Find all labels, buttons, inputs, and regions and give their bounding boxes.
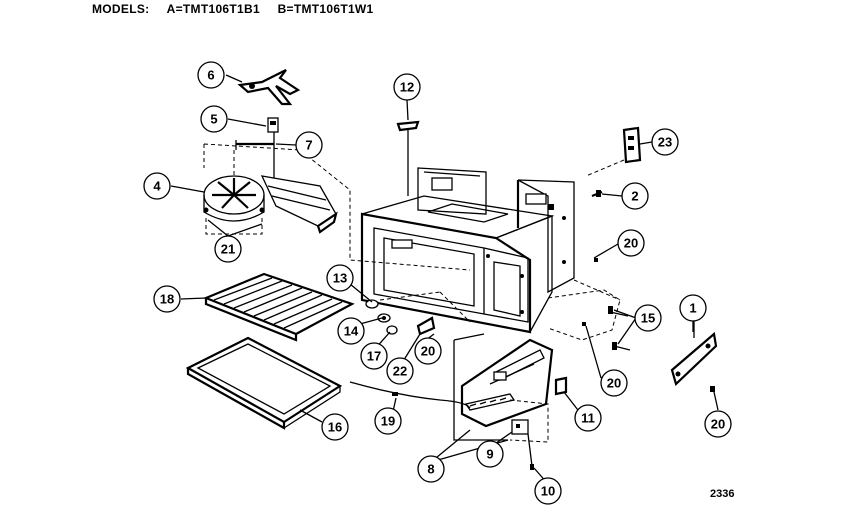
callout-20-right: 20 bbox=[617, 229, 645, 257]
part-21-drawing bbox=[203, 207, 265, 213]
svg-text:20: 20 bbox=[711, 417, 725, 432]
callout-13: 13 bbox=[326, 264, 354, 292]
svg-text:5: 5 bbox=[210, 112, 217, 127]
model-b: B=TMT106T1W1 bbox=[277, 2, 374, 16]
callout-9: 9 bbox=[476, 440, 504, 468]
cavity-assembly-drawing bbox=[360, 167, 555, 334]
svg-text:7: 7 bbox=[305, 138, 312, 153]
svg-text:9: 9 bbox=[486, 447, 493, 462]
part-11-drawing bbox=[554, 376, 568, 396]
part-9-drawing bbox=[509, 399, 549, 443]
small-parts-drawing bbox=[365, 291, 471, 336]
callout-16: 16 bbox=[321, 413, 349, 441]
part-10-drawing bbox=[527, 433, 534, 470]
models-header: MODELS: A=TMT106T1B1 B=TMT106T1W1 bbox=[92, 2, 388, 16]
part-2-drawing bbox=[591, 190, 603, 198]
callout-14: 14 bbox=[337, 317, 365, 345]
svg-text:18: 18 bbox=[160, 292, 174, 307]
part-4-drawing bbox=[203, 132, 275, 222]
svg-text:12: 12 bbox=[400, 80, 414, 95]
svg-text:10: 10 bbox=[541, 484, 555, 499]
svg-text:20: 20 bbox=[421, 344, 435, 359]
svg-text:1: 1 bbox=[689, 301, 696, 316]
control-panel-drawing bbox=[453, 333, 554, 441]
svg-text:11: 11 bbox=[581, 411, 595, 426]
callout-19: 19 bbox=[374, 407, 402, 435]
part-12-drawing bbox=[396, 120, 420, 196]
callout-8: 8 bbox=[417, 455, 445, 483]
part-6-drawing bbox=[237, 69, 301, 106]
callout-11: 11 bbox=[574, 404, 602, 432]
callout-2: 2 bbox=[621, 182, 649, 210]
callout-7: 7 bbox=[295, 131, 323, 159]
part-23-drawing bbox=[585, 126, 642, 177]
svg-text:13: 13 bbox=[333, 271, 347, 286]
duct-channel-drawing bbox=[260, 175, 338, 234]
model-a: A=TMT106T1B1 bbox=[166, 2, 260, 16]
callout-6: 6 bbox=[197, 61, 225, 89]
part-5-drawing bbox=[267, 117, 279, 133]
figure-number: 2336 bbox=[710, 488, 735, 500]
svg-text:16: 16 bbox=[328, 420, 342, 435]
svg-text:2: 2 bbox=[631, 189, 638, 204]
callout-5: 5 bbox=[200, 105, 228, 133]
callout-20-center: 20 bbox=[414, 337, 442, 365]
callout-10: 10 bbox=[534, 477, 562, 505]
callout-22: 22 bbox=[386, 357, 414, 385]
callout-1: 1 bbox=[679, 294, 707, 322]
part-16-drawing bbox=[185, 336, 343, 430]
callout-18: 18 bbox=[153, 285, 181, 313]
svg-text:21: 21 bbox=[221, 242, 235, 257]
svg-text:6: 6 bbox=[207, 68, 214, 83]
callout-4: 4 bbox=[143, 172, 171, 200]
callout-20-lower-right: 20 bbox=[600, 369, 628, 397]
part-19-drawing bbox=[349, 381, 471, 409]
svg-text:17: 17 bbox=[367, 349, 381, 364]
part-7-drawing bbox=[235, 140, 274, 150]
part-1-drawing bbox=[670, 316, 718, 387]
callout-20-far-right: 20 bbox=[704, 410, 732, 438]
svg-text:14: 14 bbox=[344, 324, 359, 339]
svg-text:4: 4 bbox=[153, 179, 161, 194]
side-panel-drawing bbox=[516, 179, 575, 294]
svg-text:20: 20 bbox=[607, 376, 621, 391]
svg-text:15: 15 bbox=[641, 311, 655, 326]
svg-text:23: 23 bbox=[658, 135, 672, 150]
models-label: MODELS: bbox=[92, 2, 150, 16]
svg-text:20: 20 bbox=[624, 236, 638, 251]
callout-21: 21 bbox=[214, 235, 242, 263]
svg-text:19: 19 bbox=[381, 414, 395, 429]
callout-23: 23 bbox=[651, 128, 679, 156]
part-18-drawing bbox=[203, 272, 355, 342]
svg-text:22: 22 bbox=[393, 364, 407, 379]
svg-text:8: 8 bbox=[427, 462, 434, 477]
callout-17: 17 bbox=[360, 342, 388, 370]
part-15-drawing bbox=[608, 306, 631, 351]
callout-15: 15 bbox=[634, 304, 662, 332]
callout-12: 12 bbox=[393, 73, 421, 101]
